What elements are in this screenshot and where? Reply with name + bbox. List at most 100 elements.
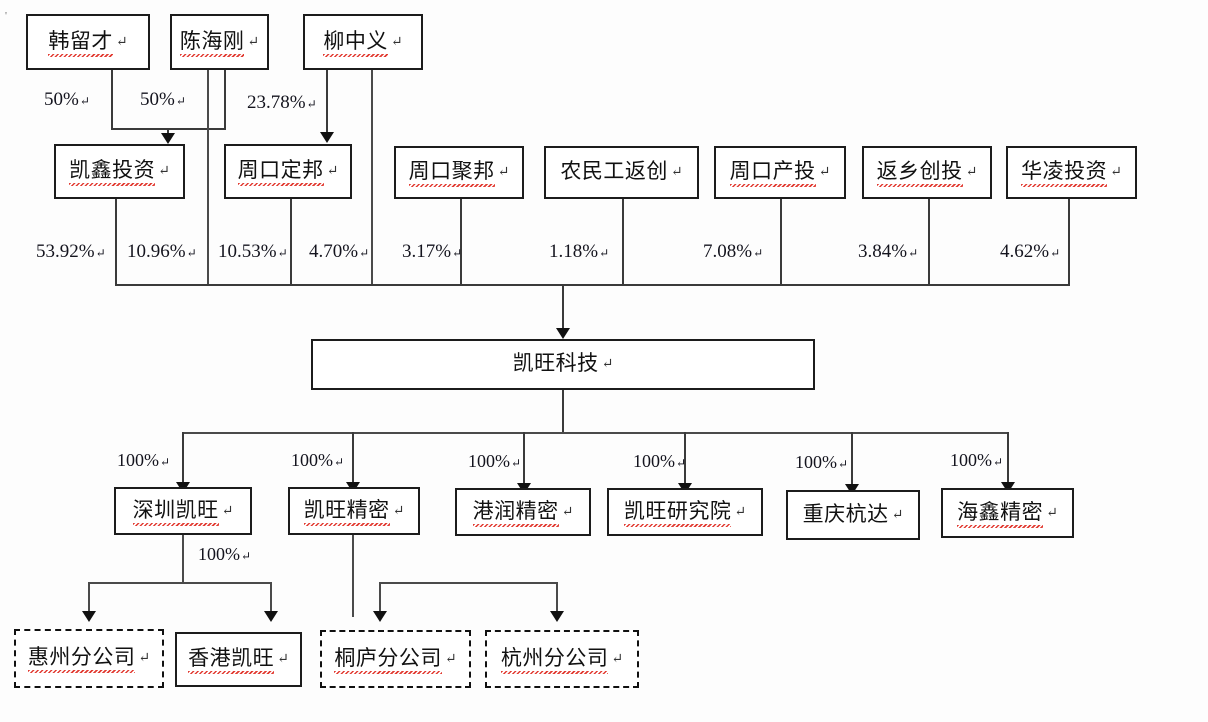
edge-to-cqhd-vertical (851, 432, 853, 490)
node-label: 惠州分公司 (27, 645, 136, 669)
edge-chen-to-company-vertical (207, 70, 209, 285)
edge-fxct-to-company-vertical (928, 199, 930, 285)
node-liu-zhongyi[interactable]: 柳中义↵ (303, 14, 423, 70)
pilcrow-mark: ↵ (138, 651, 151, 666)
pct-company-grjm: 100%↵ (468, 451, 522, 471)
edge-han-to-kaixin-vertical (111, 70, 113, 130)
edge-to-kwjm-vertical (352, 432, 354, 488)
arrow-to-huizhou (82, 611, 96, 622)
edge-kwjm-distributor (379, 582, 558, 584)
node-label: 周口聚邦 (408, 159, 495, 183)
arrow-to-kaixin (161, 133, 175, 144)
pct-company-szkw: 100%↵ (117, 450, 171, 470)
node-fanxiang-chuangtou[interactable]: 返乡创投↵ (862, 146, 992, 199)
pilcrow-mark: ↵ (277, 652, 289, 667)
node-label: 海鑫精密 (957, 499, 1044, 524)
node-kaixin-touzi[interactable]: 凯鑫投资↵ (54, 144, 185, 199)
node-label: 华凌投资 (1021, 159, 1108, 183)
pilcrow-mark: ↵ (158, 164, 170, 179)
pilcrow-mark: ↵ (390, 34, 403, 50)
node-kaiwang-keji[interactable]: 凯旺科技↵ (311, 339, 815, 390)
node-label: 桐庐分公司 (334, 645, 442, 670)
pct-company-kwyjy: 100%↵ (633, 451, 687, 471)
node-label: 周口定邦 (237, 158, 324, 182)
arrow-to-cqhd (845, 484, 859, 495)
node-label: 香港凯旺 (188, 646, 275, 670)
pct-dingbang-company: 10.53%↵ (218, 241, 288, 262)
arrow-to-dingbang (320, 132, 334, 143)
node-label: 杭州分公司 (500, 645, 609, 670)
node-shenzhen-kaiwang[interactable]: 深圳凯旺↵ (114, 487, 252, 535)
node-kaiwang-jingmi[interactable]: 凯旺精密↵ (288, 487, 420, 535)
pilcrow-mark: ↵ (734, 504, 747, 520)
edge-hualing-to-company-vertical (1068, 199, 1070, 285)
pilcrow-mark: ↵ (891, 507, 904, 523)
pilcrow-mark: ↵ (818, 165, 831, 180)
node-huizhou-fengongsi[interactable]: 惠州分公司↵ (14, 629, 164, 688)
edge-dingbang-to-company-vertical (290, 199, 292, 285)
node-han-liucai[interactable]: 韩留才↵ (26, 14, 150, 70)
node-hualing-touzi[interactable]: 华凌投资↵ (1006, 146, 1137, 199)
edge-to-hangzhou-vertical (556, 582, 558, 617)
pilcrow-mark: ↵ (497, 165, 510, 180)
arrow-to-tonglu (373, 611, 387, 622)
edge-liu-to-company-vertical (371, 70, 373, 285)
arrow-to-hangzhou (550, 611, 564, 622)
edge-kaixin-to-company-vertical (115, 199, 117, 285)
node-haixin-jingmi[interactable]: 海鑫精密↵ (941, 488, 1074, 538)
pilcrow-mark: ↵ (392, 503, 405, 519)
edge-to-kwyjy-vertical (684, 432, 686, 489)
node-tonglu-fengongsi[interactable]: 桐庐分公司↵ (320, 630, 471, 688)
node-label: 韩留才 (48, 28, 113, 53)
node-label: 港润精密 (472, 498, 559, 523)
node-label: 农民工返创 (560, 159, 668, 183)
pilcrow-mark: ↵ (611, 651, 624, 667)
node-chen-haigang[interactable]: 陈海刚↵ (170, 14, 269, 70)
pct-zkct-company: 7.08%↵ (703, 241, 764, 262)
pct-liu-company: 4.70%↵ (309, 241, 370, 262)
edge-to-grjm-vertical (523, 432, 525, 489)
pct-liu-dingbang: 23.78%↵ (247, 92, 317, 113)
pilcrow-mark: ↵ (326, 164, 339, 179)
node-label: 深圳凯旺 (132, 497, 219, 522)
node-kaiwang-yanjiuyuan[interactable]: 凯旺研究院↵ (607, 488, 763, 536)
pct-company-hxjm: 100%↵ (950, 450, 1004, 470)
edge-company-to-distributor (562, 390, 564, 433)
edge-kwjm-down (352, 535, 354, 583)
node-label: 重庆杭达 (802, 501, 889, 526)
node-nongmingong-fanchuang[interactable]: 农民工返创↵ (544, 146, 699, 199)
pilcrow-mark: ↵ (561, 504, 574, 520)
node-zhoukou-dingbang[interactable]: 周口定邦↵ (224, 144, 352, 199)
node-zhoukou-chantou[interactable]: 周口产投↵ (714, 146, 846, 199)
edge-to-tonglu-vertical (379, 582, 381, 617)
shareholder-bus-bar (115, 284, 1070, 286)
edge-to-hongkong-vertical (270, 582, 272, 617)
pct-jubang-company: 3.17%↵ (402, 241, 463, 262)
edge-bus-to-company (562, 284, 564, 332)
pilcrow-mark: ↵ (601, 357, 614, 372)
node-hongkong-kaiwang[interactable]: 香港凯旺↵ (175, 632, 302, 687)
node-hangzhou-fengongsi[interactable]: 杭州分公司↵ (485, 630, 639, 688)
arrow-to-company (556, 328, 570, 339)
node-zhoukou-jubang[interactable]: 周口聚邦↵ (394, 146, 524, 199)
node-label: 凯鑫投资 (69, 158, 156, 182)
edge-szkw-distributor (88, 582, 272, 584)
node-chongqing-hangda[interactable]: 重庆杭达↵ (786, 490, 920, 540)
node-label: 周口产投 (729, 159, 816, 183)
pct-company-kwjm: 100%↵ (291, 450, 345, 470)
node-label: 陈海刚 (179, 28, 245, 53)
pct-nmgfc-company: 1.18%↵ (549, 241, 610, 262)
arrow-to-hongkong (264, 611, 278, 622)
node-label: 柳中义 (323, 28, 388, 53)
pilcrow-mark: ↵ (1110, 165, 1122, 180)
pct-hualing-company: 4.62%↵ (1000, 241, 1061, 262)
pilcrow-mark: ↵ (1046, 505, 1058, 521)
pct-kaixin-company: 53.92%↵ (36, 241, 106, 262)
edge-zkct-to-company-vertical (780, 199, 782, 285)
edge-to-szkw-vertical (182, 432, 184, 488)
node-gangrun-jingmi[interactable]: 港润精密↵ (455, 488, 591, 536)
node-label: 返乡创投 (876, 159, 963, 183)
pct-fxct-company: 3.84%↵ (858, 241, 919, 262)
stray-mark: ' (5, 10, 7, 22)
